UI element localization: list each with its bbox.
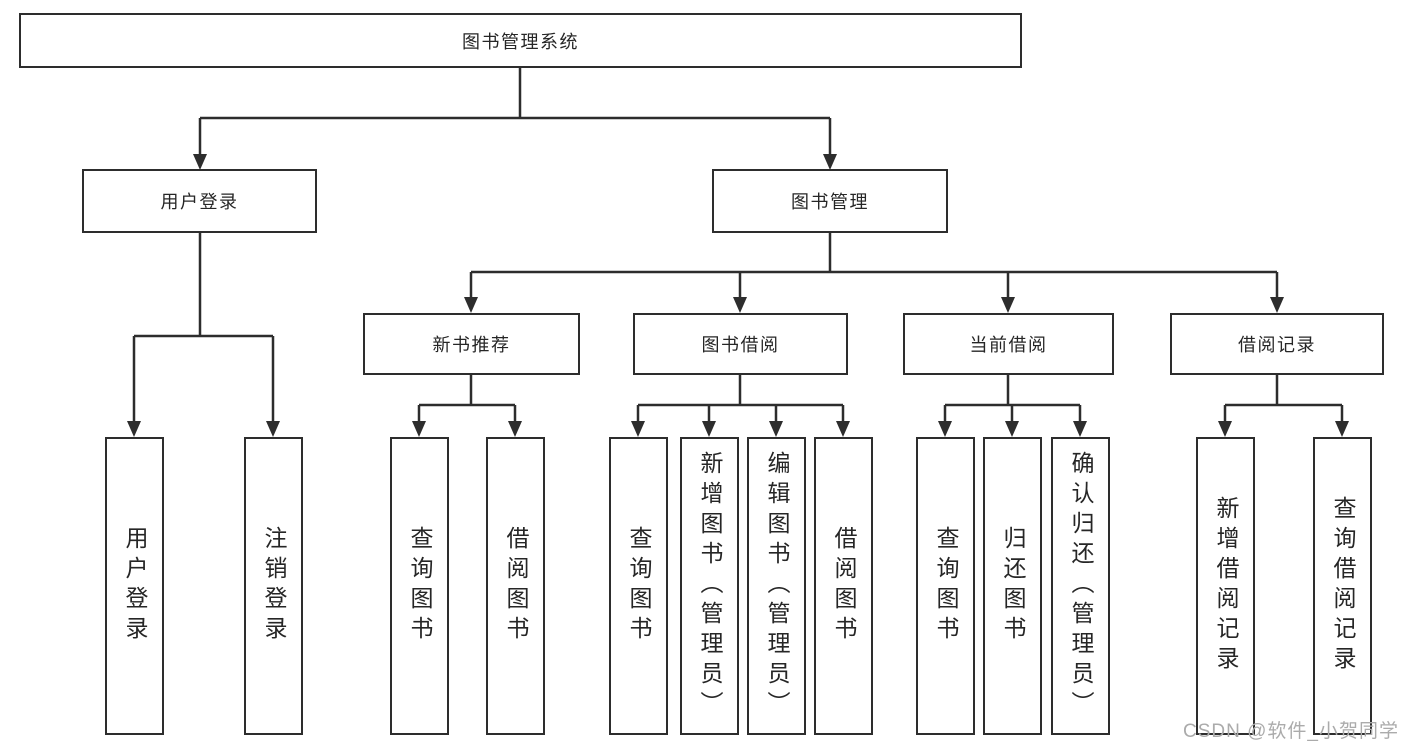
node-leaf-borrow-books: 借阅图书 <box>814 437 873 735</box>
node-label: 借阅图书 <box>831 526 857 646</box>
arrowhead-icon <box>508 421 522 437</box>
arrowhead-icon <box>464 297 478 313</box>
connector-borrow-records-to-leaves <box>1218 375 1349 437</box>
connector-new-book-recommend-to-leaves <box>412 375 522 437</box>
arrowhead-icon <box>266 421 280 437</box>
arrowhead-icon <box>1335 421 1349 437</box>
node-leaf-query-borrow-record: 查询借阅记录 <box>1313 437 1372 735</box>
node-book-management: 图书管理 <box>712 169 948 233</box>
node-label: 新增借阅记录 <box>1213 496 1239 676</box>
arrowhead-icon <box>769 421 783 437</box>
node-label: 确认归还（管理员） <box>1068 451 1094 721</box>
node-leaf-query-books-current: 查询图书 <box>916 437 975 735</box>
node-label: 借阅记录 <box>1238 335 1316 355</box>
connector-book-management-to-level3 <box>464 233 1284 313</box>
node-label: 查询图书 <box>407 526 433 646</box>
connector-book-borrow-to-leaves <box>631 375 850 437</box>
arrowhead-icon <box>631 421 645 437</box>
node-label: 注销登录 <box>261 526 287 646</box>
node-label: 新书推荐 <box>432 335 511 355</box>
connector-current-borrow-to-leaves <box>938 375 1087 437</box>
node-book-borrow: 图书借阅 <box>633 313 848 375</box>
node-label: 新增图书（管理员） <box>697 451 723 721</box>
arrowhead-icon <box>1005 421 1019 437</box>
arrowhead-icon <box>702 421 716 437</box>
node-label: 编辑图书（管理员） <box>764 451 790 721</box>
node-leaf-query-books-borrow: 查询图书 <box>609 437 668 735</box>
node-label: 查询借阅记录 <box>1330 496 1356 676</box>
watermark: CSDN @软件_小贺同学 <box>1183 721 1399 742</box>
node-current-borrow: 当前借阅 <box>903 313 1114 375</box>
connector-root-to-level2 <box>193 68 837 170</box>
node-label: 用户登录 <box>122 526 148 646</box>
node-label: 借阅图书 <box>503 526 529 646</box>
node-leaf-return-books: 归还图书 <box>983 437 1042 735</box>
node-root: 图书管理系统 <box>19 13 1022 68</box>
node-leaf-edit-books-admin: 编辑图书（管理员） <box>747 437 806 735</box>
node-leaf-logout: 注销登录 <box>244 437 303 735</box>
arrowhead-icon <box>836 421 850 437</box>
arrowhead-icon <box>412 421 426 437</box>
arrowhead-icon <box>193 154 207 170</box>
arrowhead-icon <box>733 297 747 313</box>
node-label: 归还图书 <box>1000 526 1026 646</box>
node-leaf-confirm-return-admin: 确认归还（管理员） <box>1051 437 1110 735</box>
node-leaf-add-books-admin: 新增图书（管理员） <box>680 437 739 735</box>
node-user-login: 用户登录 <box>82 169 317 233</box>
arrowhead-icon <box>1073 421 1087 437</box>
node-label: 查询图书 <box>933 526 959 646</box>
node-leaf-query-books-recommend: 查询图书 <box>390 437 449 735</box>
node-label: 图书管理 <box>791 192 869 212</box>
arrowhead-icon <box>938 421 952 437</box>
node-new-book-recommend: 新书推荐 <box>363 313 580 375</box>
arrowhead-icon <box>823 154 837 170</box>
node-leaf-user-login: 用户登录 <box>105 437 164 735</box>
node-label: 当前借阅 <box>969 335 1048 355</box>
node-label: 图书管理系统 <box>462 31 579 52</box>
arrowhead-icon <box>1001 297 1015 313</box>
arrowhead-icon <box>1270 297 1284 313</box>
node-label: 图书借阅 <box>701 335 780 355</box>
node-leaf-add-borrow-record: 新增借阅记录 <box>1196 437 1255 735</box>
arrowhead-icon <box>1218 421 1232 437</box>
node-label: 查询图书 <box>626 526 652 646</box>
node-leaf-borrow-books-recommend: 借阅图书 <box>486 437 545 735</box>
node-borrow-records: 借阅记录 <box>1170 313 1384 375</box>
arrowhead-icon <box>127 421 141 437</box>
connector-user-login-to-leaves <box>127 233 280 437</box>
node-label: 用户登录 <box>160 192 239 212</box>
